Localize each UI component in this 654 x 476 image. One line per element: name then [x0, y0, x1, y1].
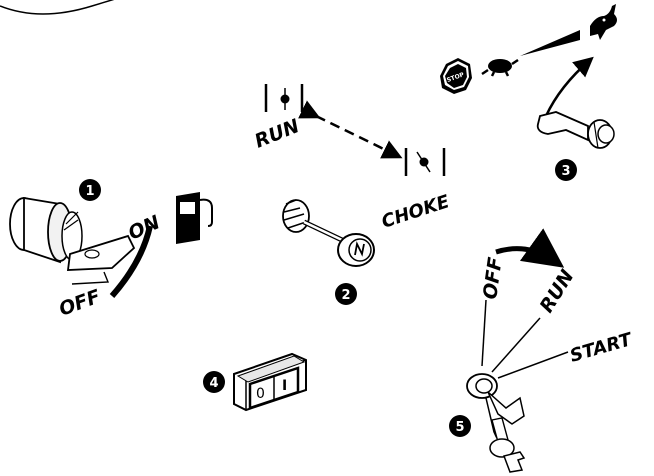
fuel-valve: [9, 196, 136, 285]
callout-4: 4: [203, 371, 225, 393]
svg-text:1: 1: [85, 184, 94, 199]
rocker-switch: [233, 352, 307, 412]
throttle-lever: [536, 111, 615, 149]
label-start: START: [568, 329, 636, 367]
choke-choke-icon: [404, 148, 446, 176]
rocker-on-symbol: I: [282, 378, 287, 394]
rocker-off-symbol: 0: [256, 386, 265, 402]
svg-text:2: 2: [341, 288, 350, 303]
fuel-arc: [109, 225, 153, 298]
label-off-fuel: OFF: [56, 286, 103, 321]
callout-5: 5: [449, 415, 471, 437]
svg-text:4: 4: [209, 376, 218, 391]
throttle-wedge: [520, 30, 580, 56]
turtle-icon: [481, 58, 519, 77]
throttle-arrow: [544, 56, 594, 117]
fuel-pump-icon: [176, 192, 213, 244]
label-choke: CHOKE: [379, 191, 453, 233]
key-icon: [466, 373, 526, 473]
callout-2: 2: [335, 283, 357, 305]
choke-arrow: [298, 100, 403, 159]
label-on: ON: [125, 211, 163, 244]
stop-sign-icon: [440, 58, 472, 94]
svg-text:5: 5: [455, 420, 464, 435]
callout-1: 1: [79, 179, 101, 201]
callout-3: 3: [555, 159, 577, 181]
svg-text:3: 3: [561, 164, 570, 179]
label-run-key: RUN: [536, 266, 579, 317]
key-arrow: [495, 228, 565, 268]
rabbit-icon: [590, 4, 617, 40]
choke-knob: [282, 199, 375, 267]
corner-frame: [0, 0, 115, 15]
key-switch-lines: [481, 299, 569, 379]
choke-run-icon: [264, 84, 304, 112]
label-off-key: OFF: [479, 256, 507, 301]
label-run-top: RUN: [252, 115, 303, 153]
